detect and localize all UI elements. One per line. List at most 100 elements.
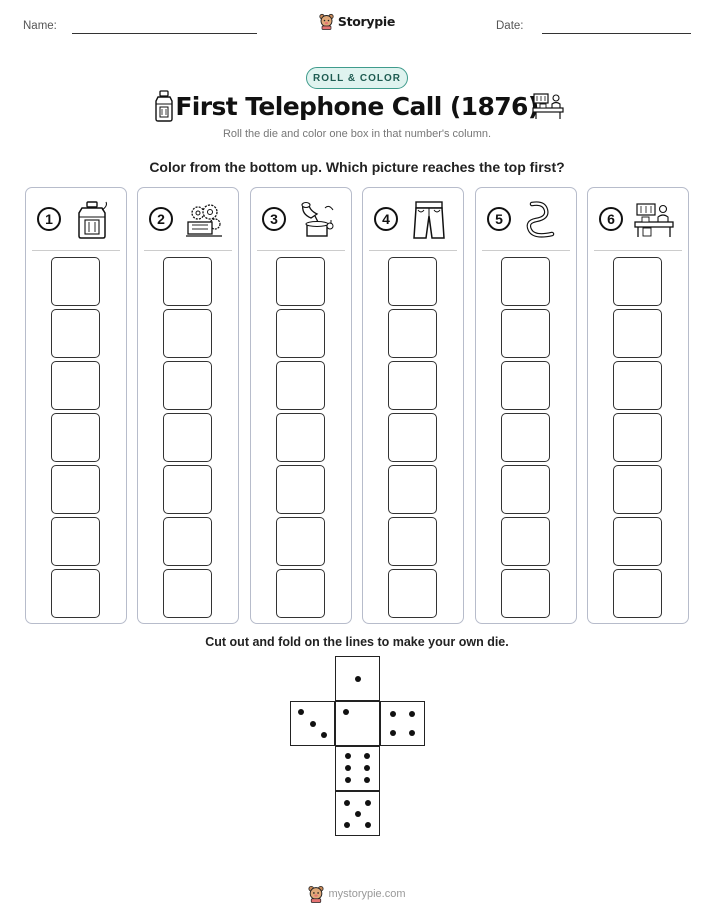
column-3: 3: [250, 187, 352, 624]
color-box[interactable]: [163, 361, 212, 410]
gear-machine-icon: [186, 204, 222, 237]
color-box[interactable]: [276, 361, 325, 410]
die-pip: [310, 721, 316, 727]
color-box[interactable]: [388, 517, 437, 566]
color-box[interactable]: [276, 465, 325, 514]
name-line[interactable]: [72, 33, 257, 34]
color-box[interactable]: [51, 309, 100, 358]
column-4: 4: [362, 187, 464, 624]
die-face-4: [380, 701, 425, 746]
color-box[interactable]: [276, 257, 325, 306]
die-pip: [345, 765, 351, 771]
column-divider: [482, 250, 570, 251]
column-2: 2: [137, 187, 239, 624]
column-number: 2: [149, 207, 173, 231]
color-box[interactable]: [613, 257, 662, 306]
color-box[interactable]: [501, 361, 550, 410]
column-divider: [594, 250, 682, 251]
column-divider: [369, 250, 457, 251]
color-box[interactable]: [51, 361, 100, 410]
date-line[interactable]: [542, 33, 691, 34]
title-workbench-icon: [532, 93, 564, 119]
die-pip: [345, 753, 351, 759]
storypie-mascot-icon: [308, 885, 325, 903]
column-1: 1: [25, 187, 127, 624]
color-box[interactable]: [51, 465, 100, 514]
color-box[interactable]: [276, 309, 325, 358]
die-face-center: [335, 701, 380, 746]
column-header: 1: [26, 188, 126, 250]
color-box[interactable]: [163, 465, 212, 514]
glass-bottle-icon: [78, 201, 107, 239]
column-header: 4: [363, 188, 463, 250]
color-box[interactable]: [276, 517, 325, 566]
color-box[interactable]: [613, 413, 662, 462]
column-divider: [144, 250, 232, 251]
die-face-3: [290, 701, 335, 746]
color-box[interactable]: [276, 413, 325, 462]
column-5: 5: [475, 187, 577, 624]
color-box[interactable]: [501, 569, 550, 618]
color-box[interactable]: [163, 569, 212, 618]
color-box[interactable]: [613, 517, 662, 566]
die-pip: [364, 777, 370, 783]
column-header: 3: [251, 188, 351, 250]
column-divider: [257, 250, 345, 251]
footer: mystorypie.com: [0, 885, 714, 903]
column-number: 4: [374, 207, 398, 231]
storypie-mascot-icon: [319, 13, 334, 30]
color-box[interactable]: [388, 569, 437, 618]
die-pip: [365, 800, 371, 806]
name-label: Name:: [23, 20, 57, 32]
color-box[interactable]: [501, 465, 550, 514]
brand-name: Storypie: [337, 14, 396, 29]
trousers-icon: [413, 201, 445, 239]
footer-url[interactable]: mystorypie.com: [328, 888, 406, 900]
color-box[interactable]: [163, 309, 212, 358]
die-pip: [365, 822, 371, 828]
column-number: 5: [487, 207, 511, 231]
color-box[interactable]: [163, 517, 212, 566]
die-face-1: [335, 656, 380, 701]
instruction-text: Color from the bottom up. Which picture …: [149, 159, 565, 175]
die-face-5: [335, 791, 380, 836]
color-box[interactable]: [613, 309, 662, 358]
color-box[interactable]: [388, 361, 437, 410]
color-box[interactable]: [501, 309, 550, 358]
column-number: 1: [37, 207, 61, 231]
color-box[interactable]: [51, 413, 100, 462]
column-number: 3: [262, 207, 286, 231]
die-pip: [409, 711, 415, 717]
color-box[interactable]: [613, 465, 662, 514]
color-box[interactable]: [276, 569, 325, 618]
title-bottle-icon: [155, 90, 173, 122]
die-pip: [321, 732, 327, 738]
color-box[interactable]: [388, 465, 437, 514]
die-pip: [298, 709, 304, 715]
color-box[interactable]: [501, 257, 550, 306]
roll-and-color-badge: ROLL & COLOR: [306, 67, 408, 89]
color-box[interactable]: [388, 257, 437, 306]
color-box[interactable]: [613, 569, 662, 618]
color-box[interactable]: [613, 361, 662, 410]
color-box[interactable]: [501, 517, 550, 566]
color-box[interactable]: [388, 309, 437, 358]
die-face-6: [335, 746, 380, 791]
die-pip: [364, 753, 370, 759]
color-box[interactable]: [51, 517, 100, 566]
die-pip: [345, 777, 351, 783]
date-label: Date:: [496, 20, 524, 32]
color-box[interactable]: [388, 413, 437, 462]
subtitle: Roll the die and color one box in that n…: [222, 128, 492, 140]
die-pip: [355, 811, 361, 817]
color-box[interactable]: [51, 569, 100, 618]
color-box[interactable]: [163, 257, 212, 306]
color-box[interactable]: [163, 413, 212, 462]
color-box[interactable]: [501, 413, 550, 462]
column-divider: [32, 250, 120, 251]
die-pip: [355, 676, 361, 682]
die-pip: [390, 711, 396, 717]
die-pip: [364, 765, 370, 771]
color-box[interactable]: [51, 257, 100, 306]
column-6: 6: [587, 187, 689, 624]
